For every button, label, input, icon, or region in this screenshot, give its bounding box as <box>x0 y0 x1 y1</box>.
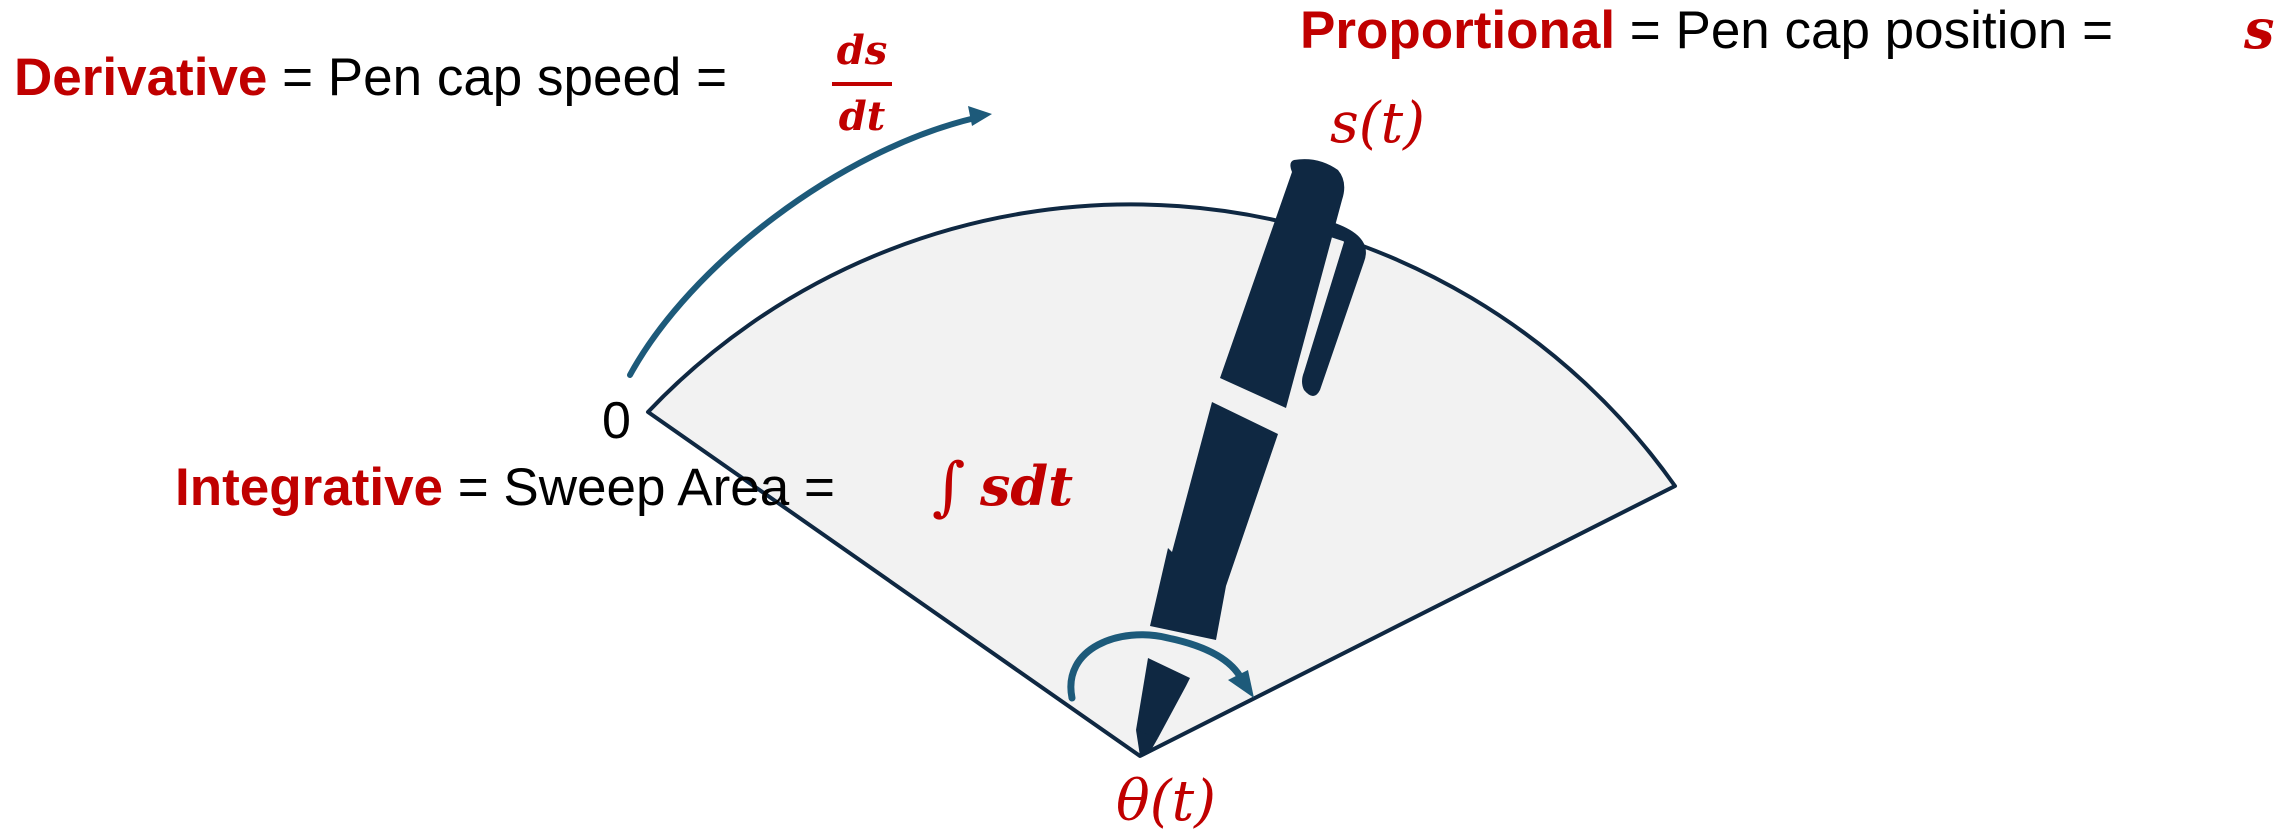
derivative-label: Derivative = Pen cap speed = <box>14 48 727 107</box>
integrative-label: Integrative = Sweep Area = <box>175 458 835 517</box>
derivative-term: Derivative <box>14 48 267 107</box>
derivative-fraction: ds dt <box>832 27 892 140</box>
curved-arrow-icon <box>627 106 992 378</box>
proportional-label: Proportional = Pen cap position = <box>1300 1 2113 60</box>
integrative-term: Integrative <box>175 458 443 517</box>
rotation-arrow-icon <box>1067 631 1254 702</box>
angle-func-label: θ(t) <box>1116 769 1216 832</box>
integral-sign: ∫ <box>932 450 965 524</box>
proportional-text: = Pen cap position = <box>1615 1 2113 60</box>
pen-icon <box>1136 159 1366 756</box>
derivative-text: = Pen cap speed = <box>267 48 727 107</box>
integrative-text: = Sweep Area = <box>443 458 835 517</box>
fraction-denominator: dt <box>839 93 886 140</box>
zero-label: 0 <box>602 392 631 450</box>
fraction-numerator: ds <box>837 27 888 74</box>
sweep-sector <box>646 202 1677 758</box>
proportional-term: Proportional <box>1300 1 1615 60</box>
position-func-label: s(t) <box>1330 91 1425 156</box>
proportional-symbol: s <box>2243 0 2274 61</box>
integrand: sdt <box>979 454 1073 518</box>
